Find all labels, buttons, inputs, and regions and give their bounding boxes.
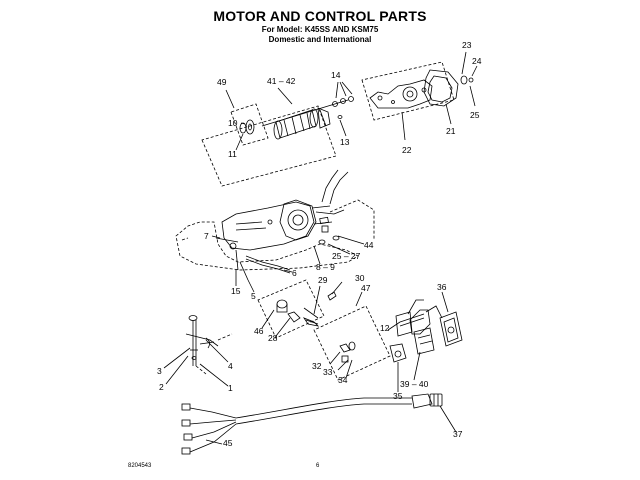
callout-label: 39 – 40	[400, 379, 429, 389]
callout-label: 34	[338, 375, 348, 385]
callout-label: 12	[380, 323, 390, 333]
page-number: 6	[316, 463, 320, 469]
region-line: Domestic and International	[268, 35, 372, 44]
callout-label: 7	[204, 231, 209, 241]
control-plate-part	[395, 299, 463, 355]
callout-label: 44	[364, 240, 374, 250]
field-housing-part	[221, 169, 349, 251]
callout-label: 30	[355, 273, 365, 283]
callout-label: 1	[228, 383, 233, 393]
screw-part	[215, 237, 239, 271]
callout-label: 46	[254, 326, 264, 336]
callout-label: 33	[323, 367, 333, 377]
speed-control-box	[257, 279, 391, 381]
leader-lines-top	[225, 51, 478, 151]
leader-lines-lower	[261, 281, 449, 392]
thrust-washers-part	[332, 96, 354, 119]
callout-label: 47	[361, 283, 371, 293]
model-line: For Model: K45SS AND KSM75	[261, 25, 379, 34]
callout-label: 2	[159, 382, 164, 392]
callout-label: 25	[470, 110, 480, 120]
armature-part	[261, 99, 349, 140]
power-cord-part	[181, 393, 457, 455]
leader-lines-left	[163, 339, 229, 387]
callout-label: 3	[157, 366, 162, 376]
part-number: 8204543	[128, 463, 152, 469]
callout-label: 28	[268, 333, 278, 343]
housing-outline	[175, 199, 375, 271]
armature-box	[201, 103, 337, 187]
bearing-washer-part	[239, 119, 255, 135]
callout-labels: 49 41 – 42 14 23 24 25 21 10 11 13 22 7 …	[157, 40, 482, 448]
callout-label: 15	[231, 286, 241, 296]
callout-label: 14	[331, 70, 341, 80]
gasket-part	[423, 69, 459, 107]
end-bracket-box	[361, 61, 455, 121]
callout-label: 37	[453, 429, 463, 439]
callout-label: 8 – 9	[316, 262, 335, 272]
page-header: MOTOR AND CONTROL PARTS For Model: K45SS…	[0, 8, 640, 44]
callout-label: 10	[228, 118, 238, 128]
leader-lines-middle	[211, 235, 365, 293]
brush-holder-part	[318, 225, 340, 245]
callout-label: 32	[312, 361, 322, 371]
callout-label: 41 – 42	[267, 76, 296, 86]
switch-part	[389, 343, 407, 363]
lead-wire-part	[245, 255, 291, 274]
callout-label: 49	[217, 77, 227, 87]
callout-label: 45	[223, 438, 233, 448]
end-bracket-part	[369, 79, 433, 109]
callout-label: 13	[340, 137, 350, 147]
callout-label: 36	[437, 282, 447, 292]
callout-label: 4	[228, 361, 233, 371]
callout-label: 24	[472, 56, 482, 66]
callout-label: 22	[402, 145, 412, 155]
switch-lever-part	[185, 315, 233, 375]
page-title: MOTOR AND CONTROL PARTS	[213, 8, 427, 24]
callout-label: 25 – 27	[332, 251, 361, 261]
callout-label: 5	[251, 291, 256, 301]
callout-label: 21	[446, 126, 456, 136]
callout-label: 11	[228, 149, 237, 159]
callout-label: 35	[393, 391, 403, 401]
callout-label: 23	[462, 40, 472, 50]
callout-label: 29	[318, 275, 328, 285]
speed-control-part	[276, 291, 356, 363]
callout-label: 6	[292, 268, 297, 278]
end-washer-part	[460, 75, 474, 85]
